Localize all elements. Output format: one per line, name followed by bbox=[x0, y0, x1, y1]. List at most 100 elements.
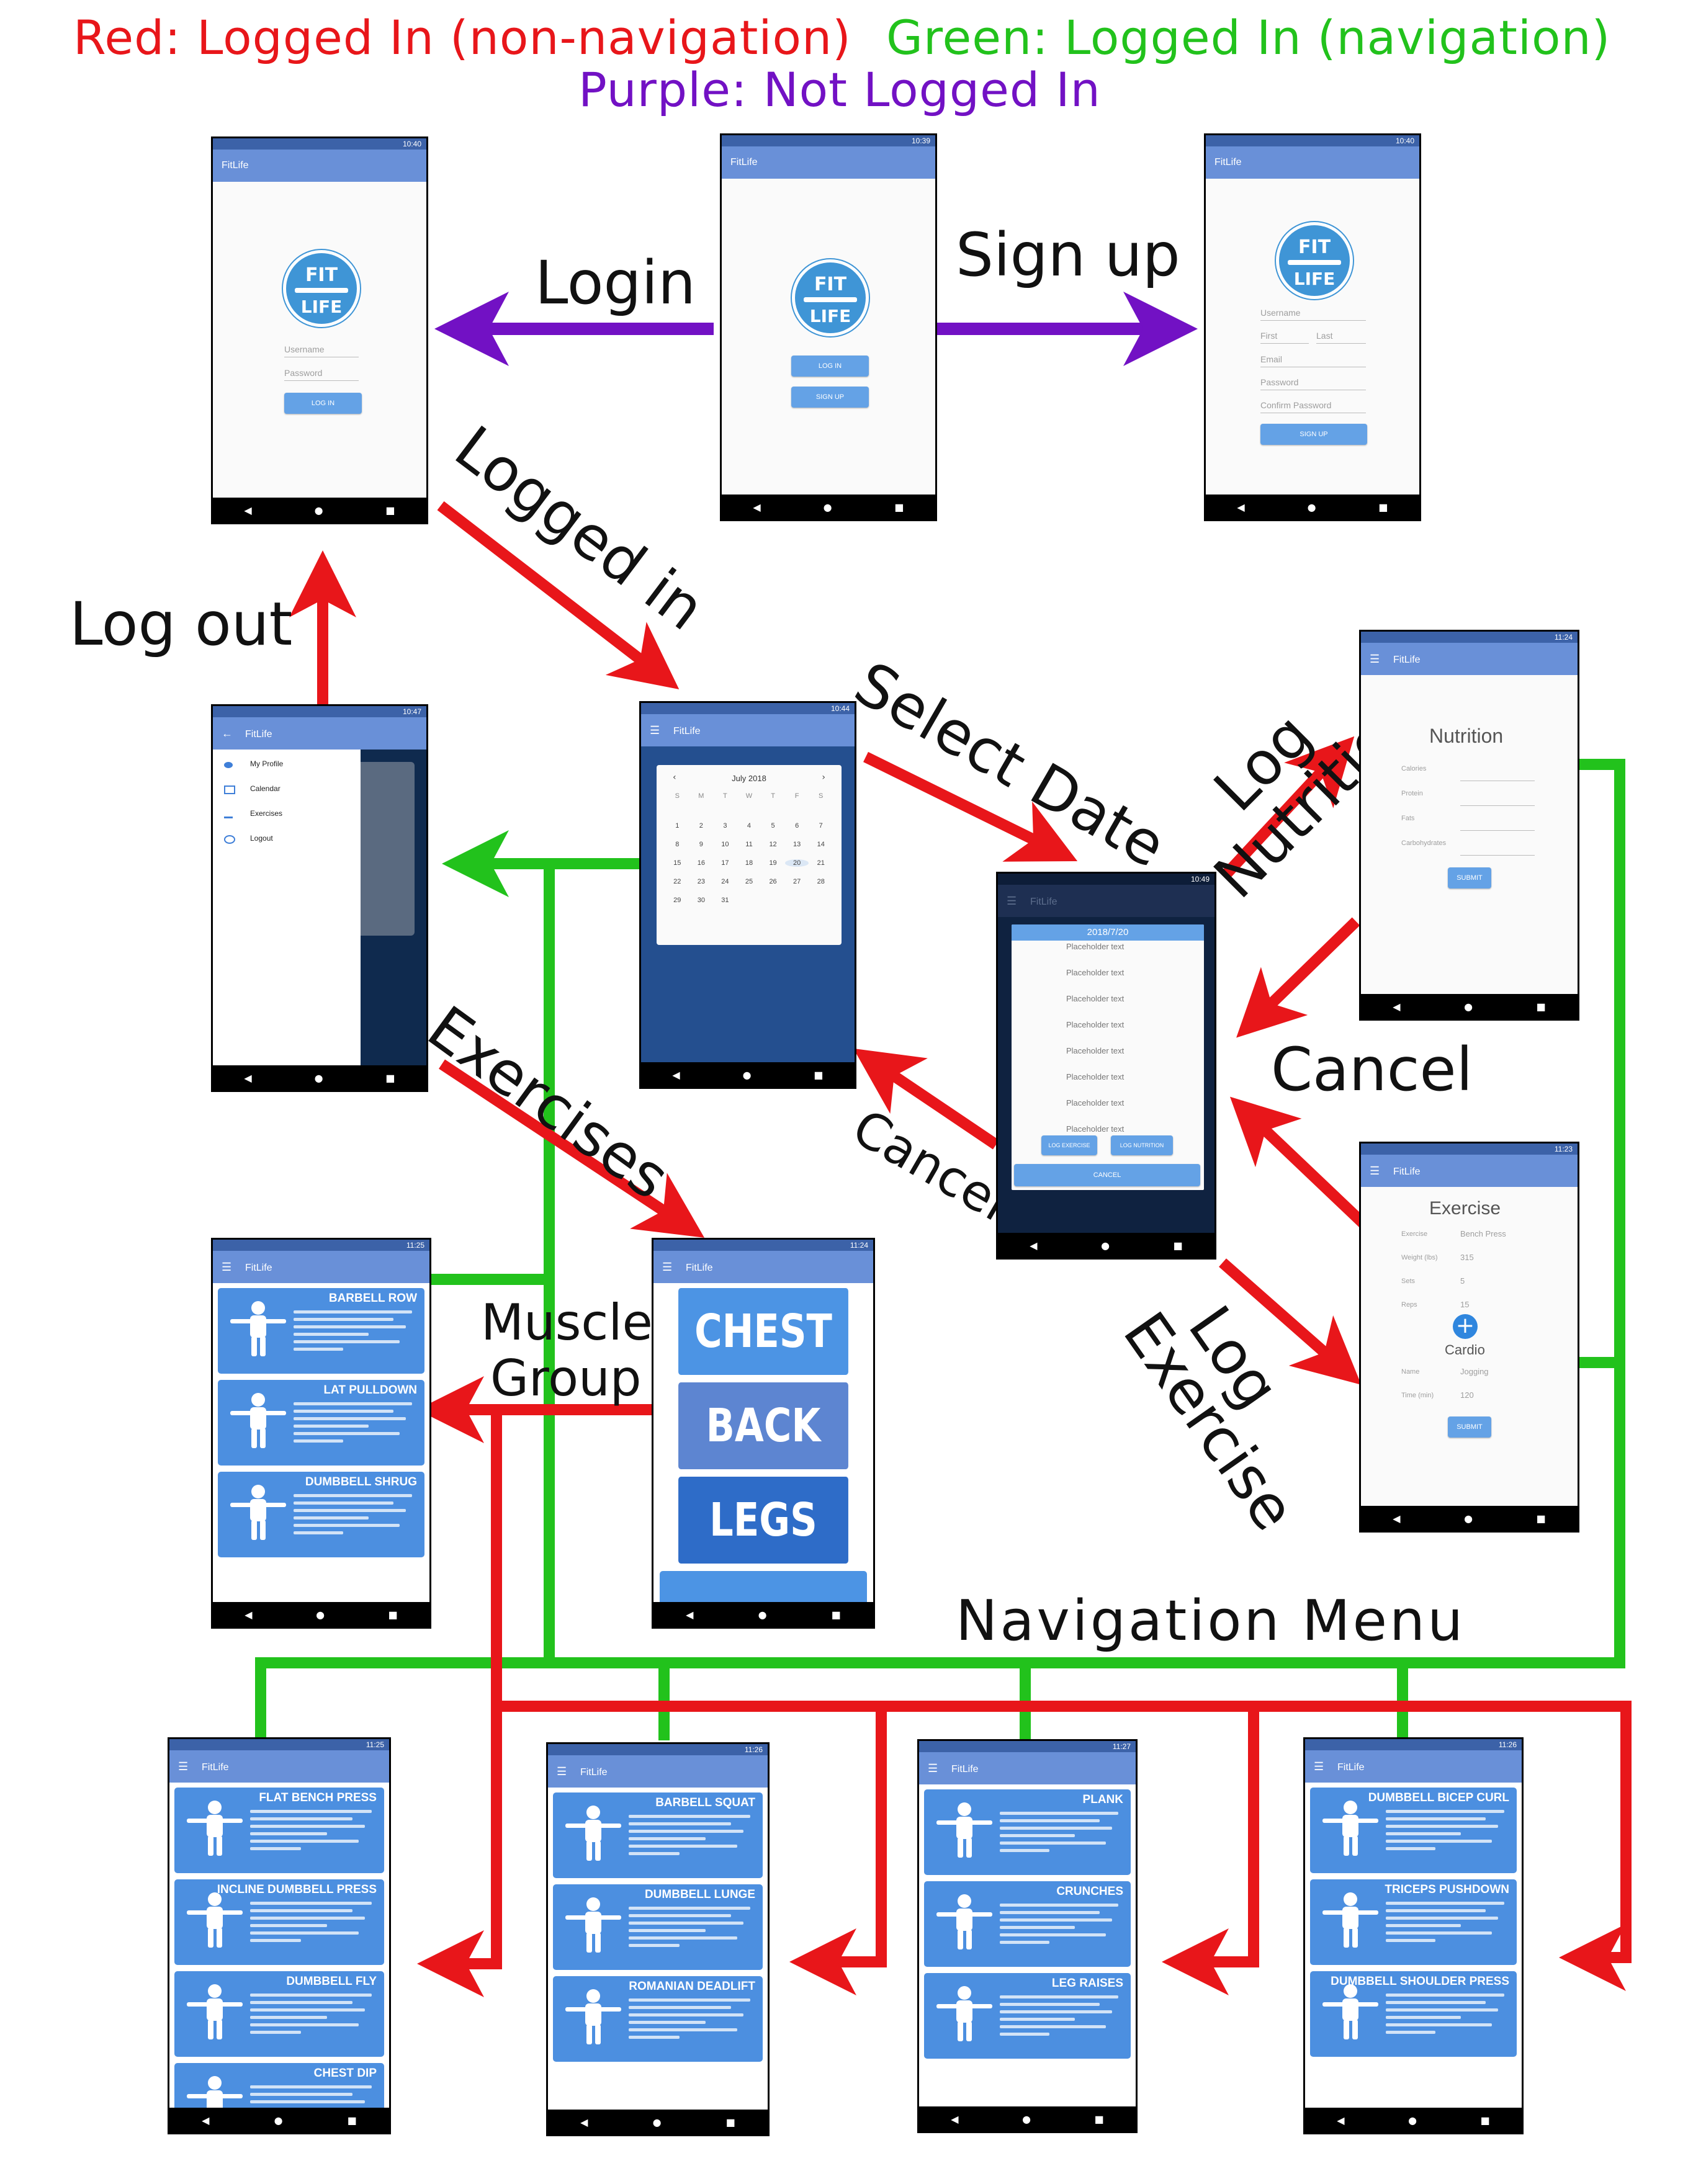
home-icon[interactable]: ● bbox=[1022, 2113, 1031, 2125]
back-button[interactable]: BACK bbox=[678, 1382, 848, 1469]
calendar-day[interactable]: 22 bbox=[673, 878, 681, 885]
exercise-card[interactable]: DUMBBELL SHRUG bbox=[218, 1472, 424, 1557]
back-icon[interactable]: ◀ bbox=[1393, 1000, 1401, 1013]
exercise-card[interactable]: DUMBBELL BICEP CURL bbox=[1310, 1788, 1517, 1873]
home-icon[interactable]: ● bbox=[758, 1608, 767, 1621]
password-field[interactable]: Password bbox=[1260, 377, 1299, 387]
exercise-card[interactable]: LAT PULLDOWN bbox=[218, 1380, 424, 1466]
calendar-day[interactable]: 16 bbox=[697, 859, 705, 867]
exercise-card[interactable]: CRUNCHES bbox=[924, 1881, 1131, 1967]
home-icon[interactable]: ● bbox=[274, 2114, 283, 2126]
back-icon[interactable]: ◀ bbox=[951, 2113, 959, 2125]
protein-input[interactable] bbox=[1460, 805, 1535, 806]
calendar-day[interactable]: 24 bbox=[721, 878, 729, 885]
recents-icon[interactable]: ■ bbox=[725, 2116, 735, 2128]
back-arrow-icon[interactable]: ← bbox=[222, 727, 233, 740]
menu-icon[interactable]: ☰ bbox=[1314, 1760, 1324, 1773]
username-field[interactable]: Username bbox=[284, 344, 325, 354]
home-icon[interactable]: ● bbox=[314, 504, 323, 516]
calendar-day[interactable]: 31 bbox=[721, 897, 729, 904]
exercise-card[interactable]: PLANK bbox=[924, 1789, 1131, 1875]
nutrition-submit-button[interactable]: SUBMIT bbox=[1448, 867, 1491, 888]
calendar-day[interactable]: 27 bbox=[793, 878, 801, 885]
exercise-card[interactable]: BARBELL ROW bbox=[218, 1288, 424, 1374]
calendar-day[interactable]: 4 bbox=[747, 822, 752, 830]
signup-submit-button[interactable]: SIGN UP bbox=[1260, 424, 1367, 445]
calendar-day[interactable]: 8 bbox=[675, 841, 680, 848]
more-groups-button[interactable] bbox=[660, 1571, 867, 1602]
drawer-item-logout[interactable]: Logout bbox=[250, 834, 273, 843]
home-icon[interactable]: ● bbox=[1101, 1239, 1110, 1251]
recents-icon[interactable]: ■ bbox=[1094, 2113, 1104, 2125]
calendar-day[interactable]: 9 bbox=[699, 841, 703, 848]
recents-icon[interactable]: ■ bbox=[1480, 2114, 1490, 2126]
password-field[interactable]: Password bbox=[284, 368, 323, 378]
menu-icon[interactable]: ☰ bbox=[1370, 1165, 1380, 1177]
next-month-icon[interactable]: › bbox=[822, 772, 825, 782]
exercise-input[interactable]: Bench Press bbox=[1460, 1229, 1506, 1238]
home-icon[interactable]: ● bbox=[742, 1068, 752, 1081]
time-input[interactable]: 120 bbox=[1460, 1390, 1474, 1400]
legs-button[interactable]: LEGS bbox=[678, 1477, 848, 1564]
menu-icon[interactable]: ☰ bbox=[650, 724, 660, 736]
placeholder-row[interactable]: Placeholder text bbox=[1066, 1020, 1125, 1029]
exercise-card[interactable]: DUMBBELL SHOULDER PRESS bbox=[1310, 1971, 1517, 2057]
calendar-day[interactable]: 19 bbox=[769, 859, 777, 867]
recents-icon[interactable]: ■ bbox=[385, 504, 395, 516]
recents-icon[interactable]: ■ bbox=[1378, 501, 1388, 513]
back-icon[interactable]: ◀ bbox=[1030, 1239, 1038, 1251]
exercise-card[interactable]: TRICEPS PUSHDOWN bbox=[1310, 1879, 1517, 1965]
back-icon[interactable]: ◀ bbox=[1337, 2114, 1345, 2126]
back-icon[interactable]: ◀ bbox=[753, 501, 761, 513]
calendar-day[interactable]: 11 bbox=[745, 841, 753, 848]
exercise-card[interactable]: FLAT BENCH PRESS bbox=[174, 1788, 384, 1873]
calendar-day[interactable]: 21 bbox=[817, 859, 825, 867]
calendar-day[interactable]: 23 bbox=[697, 878, 705, 885]
back-icon[interactable]: ◀ bbox=[245, 1608, 253, 1621]
calendar-day[interactable]: 2 bbox=[699, 822, 703, 830]
calendar-day[interactable]: 13 bbox=[793, 841, 801, 848]
prev-month-icon[interactable]: ‹ bbox=[673, 772, 676, 782]
back-icon[interactable]: ◀ bbox=[686, 1608, 694, 1621]
calendar-day[interactable]: 5 bbox=[771, 822, 775, 830]
sets-input[interactable]: 5 bbox=[1460, 1276, 1465, 1286]
home-icon[interactable]: ● bbox=[1464, 1000, 1473, 1013]
exercise-card[interactable]: LEG RAISES bbox=[924, 1973, 1131, 2059]
confirm-password-field[interactable]: Confirm Password bbox=[1260, 400, 1332, 410]
exercise-card[interactable]: ROMANIAN DEADLIFT bbox=[553, 1976, 763, 2062]
calendar-day[interactable]: 28 bbox=[817, 878, 825, 885]
exercise-submit-button[interactable]: SUBMIT bbox=[1448, 1416, 1491, 1438]
chest-button[interactable]: CHEST bbox=[678, 1288, 848, 1375]
login-button[interactable]: LOG IN bbox=[284, 393, 362, 414]
signup-button[interactable]: SIGN UP bbox=[791, 387, 869, 408]
drawer-item-exercises[interactable]: Exercises bbox=[250, 809, 283, 818]
dialog-cancel-button[interactable]: CANCEL bbox=[1014, 1164, 1200, 1186]
exercise-card[interactable]: DUMBBELL FLY bbox=[174, 1971, 384, 2057]
email-field[interactable]: Email bbox=[1260, 354, 1283, 364]
calendar-day[interactable]: 1 bbox=[675, 822, 680, 830]
home-icon[interactable]: ● bbox=[316, 1608, 325, 1621]
back-icon[interactable]: ◀ bbox=[1393, 1512, 1401, 1524]
calendar-day[interactable]: 20 bbox=[784, 859, 809, 867]
first-name-field[interactable]: First bbox=[1260, 331, 1278, 341]
recents-icon[interactable]: ■ bbox=[1173, 1239, 1183, 1251]
log-exercise-button[interactable]: LOG EXERCISE bbox=[1041, 1135, 1097, 1155]
recents-icon[interactable]: ■ bbox=[388, 1608, 398, 1621]
calendar-day[interactable]: 18 bbox=[745, 859, 753, 867]
recents-icon[interactable]: ■ bbox=[814, 1068, 824, 1081]
menu-icon[interactable]: ☰ bbox=[662, 1261, 673, 1273]
fats-input[interactable] bbox=[1460, 830, 1535, 831]
add-exercise-icon[interactable]: + bbox=[1453, 1314, 1478, 1339]
home-icon[interactable]: ● bbox=[823, 501, 832, 513]
exercise-card[interactable]: CHEST DIP bbox=[174, 2063, 384, 2108]
back-icon[interactable]: ◀ bbox=[580, 2116, 588, 2128]
menu-icon[interactable]: ☰ bbox=[222, 1261, 232, 1273]
exercise-card[interactable]: DUMBBELL LUNGE bbox=[553, 1884, 763, 1970]
menu-icon[interactable]: ☰ bbox=[1370, 653, 1380, 665]
carbohydrates-input[interactable] bbox=[1460, 855, 1535, 856]
calendar-day[interactable]: 7 bbox=[819, 822, 823, 830]
menu-icon[interactable]: ☰ bbox=[557, 1765, 567, 1778]
back-icon[interactable]: ◀ bbox=[202, 2114, 210, 2126]
reps-input[interactable]: 15 bbox=[1460, 1300, 1470, 1309]
placeholder-row[interactable]: Placeholder text bbox=[1066, 1072, 1125, 1081]
